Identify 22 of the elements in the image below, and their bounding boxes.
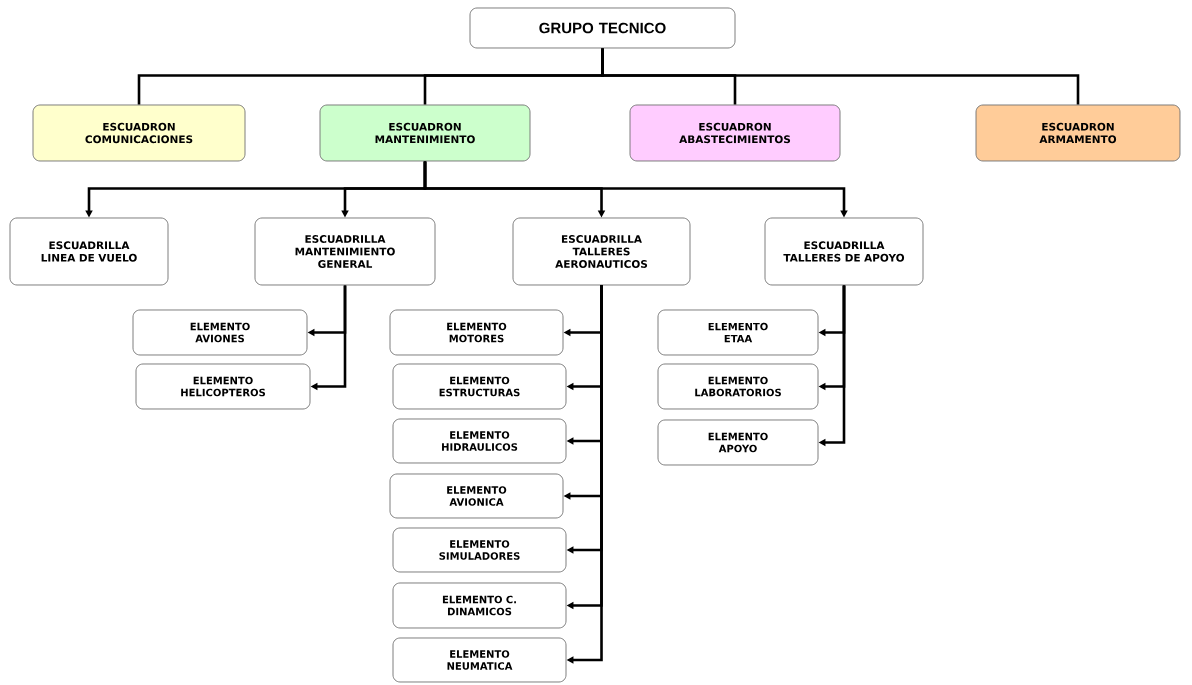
- squadron-box: ESCUADRON MANTENIMIENTO: [319, 104, 531, 162]
- flight-box: ESCUADRILLA TALLERES AERONAUTICOS: [512, 217, 691, 286]
- element-box: ELEMENTO C. DINAMICOS: [392, 582, 567, 629]
- title-box: GRUPO TECNICO: [469, 7, 736, 49]
- element-box: ELEMENTO AVIONES: [132, 309, 308, 356]
- flight-box: ESCUADRILLA MANTENIMIENTO GENERAL: [254, 217, 436, 286]
- element-box: ELEMENTO MOTORES: [389, 309, 564, 356]
- element-box: ELEMENTO APOYO: [657, 419, 819, 466]
- squadron-box: ESCUADRON ABASTECIMIENTOS: [629, 104, 841, 162]
- squadron-box: ESCUADRON ARMAMENTO: [975, 104, 1181, 162]
- element-box: ELEMENTO NEUMATICA: [392, 637, 567, 683]
- squadron-box: ESCUADRON COMUNICACIONES: [32, 104, 246, 162]
- flight-box: ESCUADRILLA TALLERES DE APOYO: [764, 217, 924, 286]
- element-box: ELEMENTO LABORATORIOS: [657, 363, 819, 410]
- element-box: ELEMENTO HIDRAULICOS: [392, 418, 567, 464]
- element-box: ELEMENTO SIMULADORES: [392, 527, 567, 573]
- element-box: ELEMENTO ESTRUCTURAS: [392, 363, 567, 410]
- element-box: ELEMENTO ETAA: [657, 309, 819, 356]
- connector: [601, 48, 1080, 105]
- element-box: ELEMENTO AVIONICA: [389, 473, 564, 519]
- flight-box: ESCUADRILLA LINEA DE VUELO: [9, 217, 169, 286]
- element-box: ELEMENTO HELICOPTEROS: [135, 363, 311, 410]
